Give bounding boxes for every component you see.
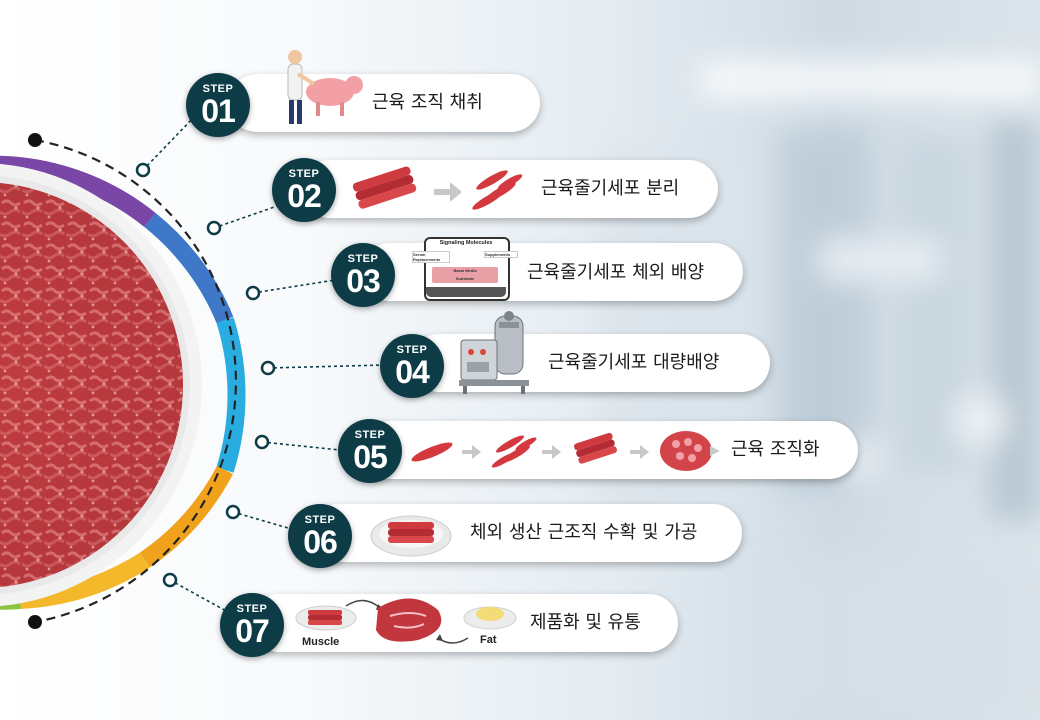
step-06-step-text: STEP	[304, 514, 336, 526]
step-05-label: 근육 조직화	[731, 439, 820, 460]
step-02-number: 02	[287, 178, 322, 214]
product-assembly-icon: Muscle Fat	[290, 594, 520, 652]
tissue-formation-icon	[410, 424, 720, 482]
step-04-badge: STEP 04	[380, 334, 444, 398]
step-01-number: 01	[201, 93, 236, 129]
step-04-step-text: STEP	[396, 344, 428, 356]
substrate-label: Substrate	[455, 276, 475, 281]
minced-meat-dish	[0, 163, 202, 607]
fat-label: Fat	[480, 634, 497, 646]
step-01-label: 근육 조직 채취	[372, 92, 483, 113]
step-03-label: 근육줄기세포 체외 배양	[527, 262, 705, 283]
step-07-badge: STEP 07	[220, 593, 284, 657]
step-03-number: 03	[346, 263, 381, 299]
step-01-card	[228, 74, 540, 132]
signaling-molecules-label: Signaling Molecules	[439, 240, 493, 246]
culture-medium-box: Signaling Molecules Serum Replacements S…	[412, 233, 518, 305]
step-06-label: 체외 생산 근조직 수확 및 가공	[470, 522, 698, 543]
harvested-tissue-plate-icon	[368, 508, 454, 564]
serum-replacements-label: Serum Replacements	[412, 251, 450, 263]
step-02-badge: STEP 02	[272, 158, 336, 222]
step-07-step-text: STEP	[236, 603, 268, 615]
step-06-badge: STEP 06	[288, 504, 352, 568]
scientist-pig-icon	[268, 44, 368, 130]
step-04-number: 04	[395, 354, 430, 390]
step-04-label: 근육줄기세포 대량배양	[548, 352, 720, 373]
step-02-label: 근육줄기세포 분리	[541, 178, 680, 199]
step-05-number: 05	[353, 439, 388, 475]
supplements-label: Supplements	[484, 251, 518, 258]
step-03-badge: STEP 03	[331, 243, 395, 307]
step-03-step-text: STEP	[347, 253, 379, 265]
step-06-number: 06	[303, 524, 338, 560]
step-01-step-text: STEP	[202, 83, 234, 95]
step-05-badge: STEP 05	[338, 419, 402, 483]
muscle-label: Muscle	[302, 636, 340, 648]
step-02-step-text: STEP	[288, 168, 320, 180]
step-07-label: 제품화 및 유통	[530, 612, 641, 633]
step-01-badge: STEP 01	[186, 73, 250, 137]
dashed-arc	[34, 138, 237, 624]
muscle-fiber-to-cells-icon	[350, 166, 530, 216]
basal-media-label: Basal Media	[453, 268, 477, 273]
step-05-step-text: STEP	[354, 429, 386, 441]
bioreactor-icon	[455, 310, 535, 398]
step-07-number: 07	[235, 613, 270, 649]
